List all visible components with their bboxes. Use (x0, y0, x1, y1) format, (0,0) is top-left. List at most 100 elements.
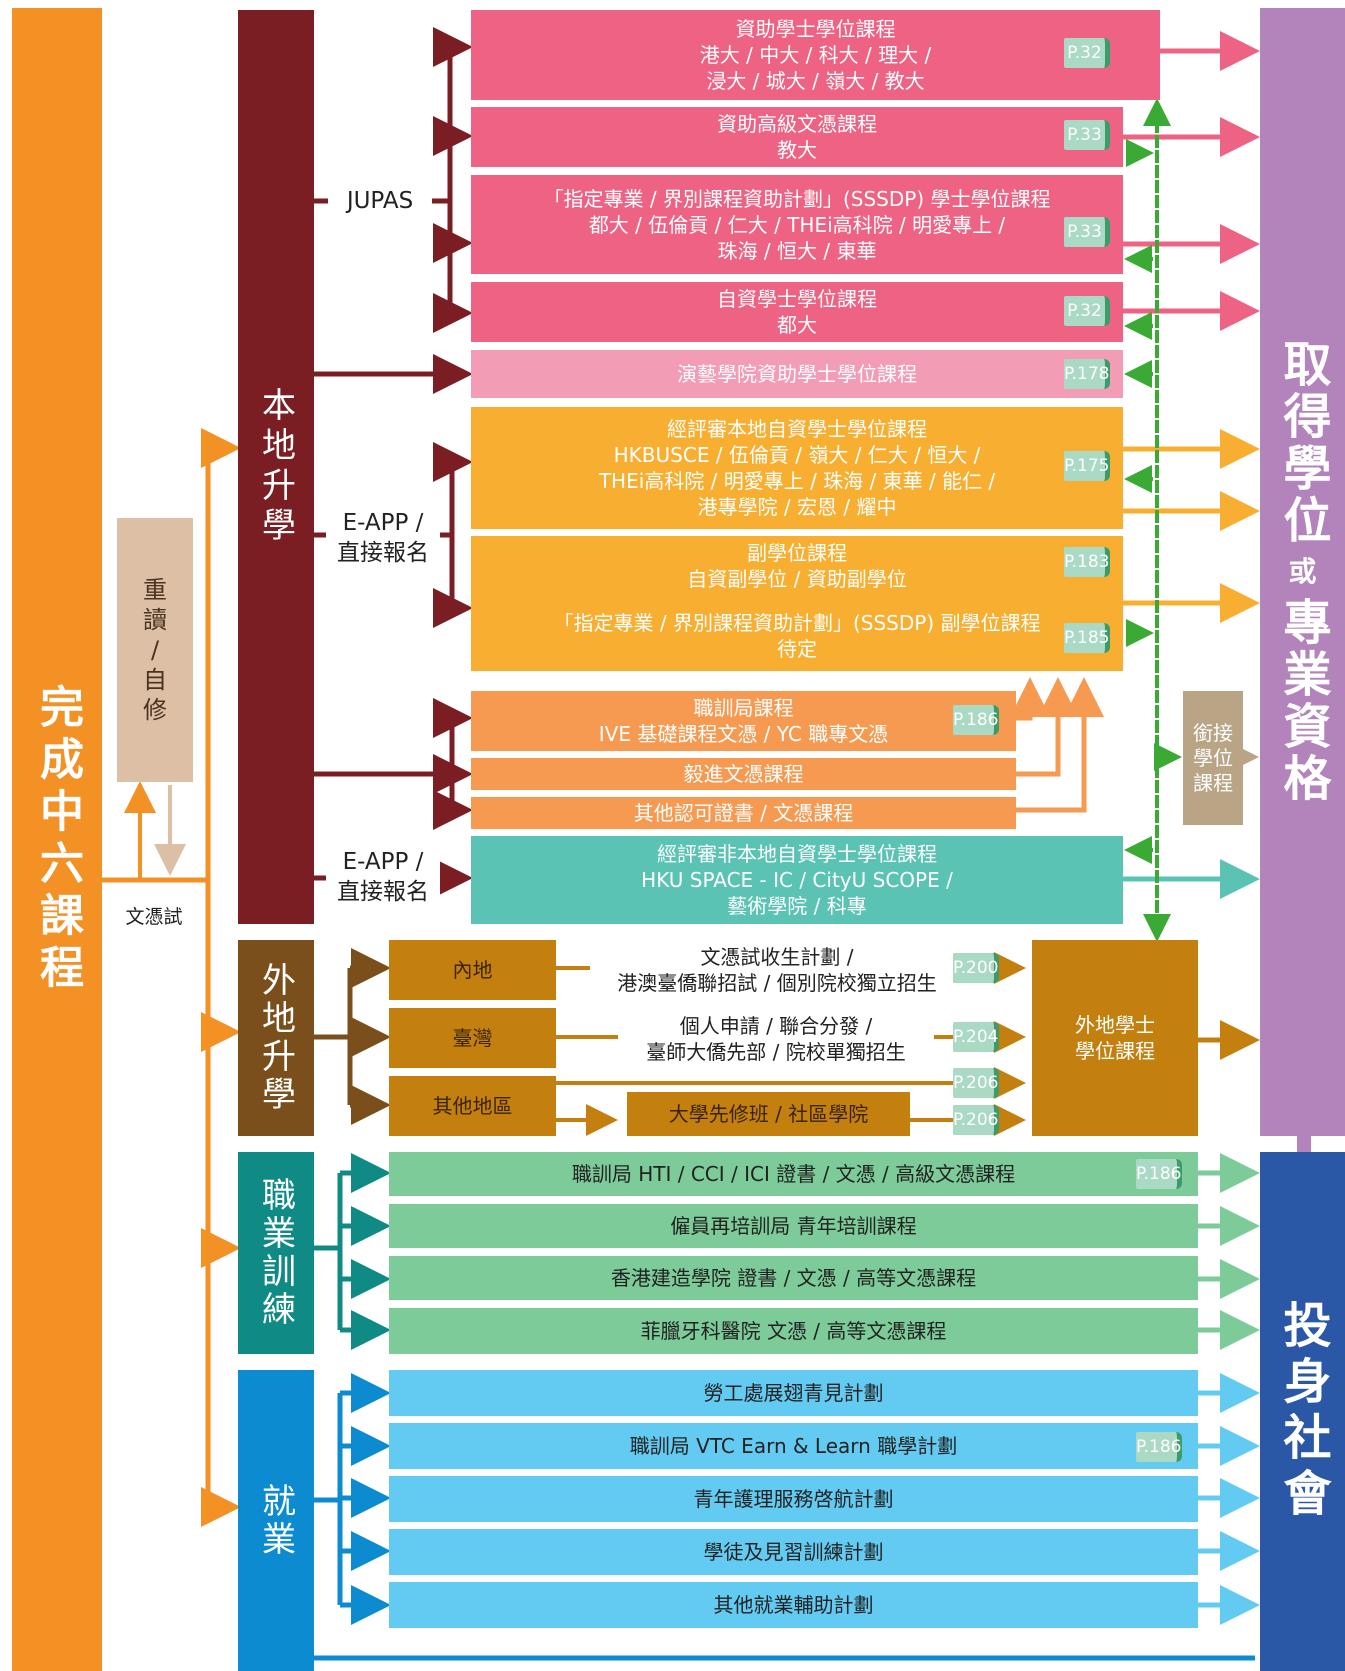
repeat-line-3: / (150, 636, 160, 664)
articulation-box: 銜接 學位 課程 (1183, 691, 1243, 825)
page-ref-tag[interactable]: P.186 (953, 705, 999, 735)
programme-label: 勞工處展翅青見計劃 (703, 1381, 884, 1405)
overseas-degree-box: 外地學士 學位課程 (1032, 940, 1198, 1136)
region-label: 臺灣 (452, 1026, 493, 1050)
page-ref-tag[interactable]: P.183 (1064, 547, 1110, 577)
society-label: 投身社會 (1274, 1299, 1331, 1524)
page-ref-tag[interactable]: P.206 (953, 1105, 999, 1135)
programme-line: THEi高科院 / 明愛專上 / 珠海 / 東華 / 能仁 / (598, 469, 996, 493)
page-ref-tag[interactable]: P.178 (1064, 359, 1110, 389)
programme-label: 青年護理服務啓航計劃 (693, 1487, 894, 1511)
complete-s6-column: 完成中六課程 (12, 8, 102, 1671)
programme-line: HKU SPACE - IC / CityU SCOPE / (641, 868, 953, 892)
programme-line: 都大 (777, 313, 817, 337)
articulation-line-2: 學位 (1193, 745, 1233, 770)
programme-label: 其他就業輔助計劃 (713, 1593, 874, 1617)
page-ref-tag[interactable]: P.206 (953, 1068, 999, 1098)
programme-line: 其他認可證書 / 文憑課程 (633, 801, 854, 825)
degree-line-2: 專業資格 (1274, 597, 1331, 805)
local-programme-box: 資助高級文憑課程 教大 (471, 107, 1123, 167)
page-ref-tag[interactable]: P.186 (1136, 1159, 1182, 1189)
category-employment-label: 就業 (255, 1482, 296, 1559)
programme-label: 菲臘牙科醫院 文憑 / 高等文憑課程 (640, 1319, 947, 1343)
programme-line: 經評審本地自資學士學位課程 (667, 417, 927, 441)
enter-society-column: 投身社會 (1260, 1152, 1345, 1671)
programme-line: HKBUSCE / 伍倫貢 / 嶺大 / 仁大 / 恒大 / (613, 443, 981, 467)
degree-qualification-column: 取得學位 或 專業資格 (1260, 8, 1345, 1136)
foundation-box: 大學先修班 / 社區學院 (627, 1092, 910, 1136)
programme-line: 資助高級文憑課程 (717, 112, 877, 136)
programme-line: 自資副學位 / 資助副學位 (687, 567, 907, 591)
programme-line: 浸大 / 城大 / 嶺大 / 教大 (706, 69, 925, 93)
programme-label: 職訓局 HTI / CCI / ICI 證書 / 文憑 / 高級文憑課程 (571, 1162, 1016, 1186)
local-programme-box: 自資學士學位課程 都大 (471, 282, 1123, 342)
region-box-other: 其他地區 (389, 1076, 556, 1136)
region-box-mainland: 內地 (389, 940, 556, 1000)
category-overseas-label: 外地升學 (255, 962, 296, 1114)
dse-label: 文憑試 (125, 906, 183, 928)
local-programme-box: 資助學士學位課程 港大 / 中大 / 科大 / 理大 / 浸大 / 城大 / 嶺… (471, 10, 1160, 100)
page-ref-tag[interactable]: P.200 (953, 953, 999, 983)
local-programme-box: 副學位課程 自資副學位 / 資助副學位 「指定專業 / 界別課程資助計劃」(SS… (471, 536, 1123, 671)
page-ref-tag[interactable]: P.204 (953, 1022, 999, 1052)
local-programme-box: 毅進文憑課程 (471, 758, 1016, 790)
repeat-line-1: 重 (143, 576, 167, 604)
region-label: 其他地區 (432, 1094, 513, 1118)
complete-s6-title: 完成中六課程 (32, 683, 83, 996)
programme-label: 香港建造學院 證書 / 文憑 / 高等文憑課程 (610, 1266, 977, 1290)
local-programme-box: 「指定專業 / 界別課程資助計劃」(SSSDP) 學士學位課程 都大 / 伍倫貢… (471, 175, 1123, 274)
employment-programme-box: 勞工處展翅青見計劃 (389, 1370, 1198, 1416)
programme-line: 副學位課程 (747, 541, 847, 565)
vocational-programme-box: 職訓局 HTI / CCI / ICI 證書 / 文憑 / 高級文憑課程 (389, 1152, 1198, 1196)
category-local: 本地升學 (238, 10, 314, 924)
route-line: 文憑試收生計劃 / (700, 945, 854, 969)
foundation-label: 大學先修班 / 社區學院 (668, 1102, 869, 1126)
vocational-programme-box: 菲臘牙科醫院 文憑 / 高等文憑課程 (389, 1308, 1198, 1354)
category-vocational: 職業訓練 (238, 1152, 314, 1354)
programme-line: 都大 / 伍倫貢 / 仁大 / THEi高科院 / 明愛專上 / (588, 212, 1006, 237)
employment-programme-box: 青年護理服務啓航計劃 (389, 1476, 1198, 1522)
page-ref-tag[interactable]: P.185 (1064, 623, 1110, 653)
programme-line: 職訓局課程 (693, 696, 794, 720)
overseas-degree-line: 學位課程 (1075, 1039, 1155, 1063)
page-ref-tag[interactable]: P.32 (1064, 38, 1110, 68)
category-local-label: 本地升學 (255, 387, 296, 547)
vocational-programme-box: 僱員再培訓局 青年培訓課程 (389, 1204, 1198, 1248)
articulation-line-3: 課程 (1193, 770, 1233, 795)
category-employment: 就業 (238, 1370, 314, 1671)
employment-programme-box: 其他就業輔助計劃 (389, 1582, 1198, 1628)
programme-line: 教大 (777, 138, 817, 162)
programme-line: IVE 基礎課程文憑 / YC 職專文憑 (598, 722, 889, 746)
page-ref-tag[interactable]: P.33 (1064, 217, 1110, 247)
programme-label: 學徒及見習訓練計劃 (703, 1540, 884, 1564)
programme-line: 經評審非本地自資學士學位課程 (657, 842, 937, 866)
programme-label: 職訓局 VTC Earn & Learn 職學計劃 (629, 1434, 958, 1458)
programme-line: 毅進文憑課程 (683, 762, 804, 786)
overseas-route-text: 個人申請 / 聯合分發 / 臺師大僑先部 / 院校單獨招生 (620, 1011, 932, 1067)
programme-line: 「指定專業 / 界別課程資助計劃」(SSSDP) 學士學位課程 (543, 186, 1051, 211)
vocational-programme-box: 香港建造學院 證書 / 文憑 / 高等文憑課程 (389, 1256, 1198, 1300)
programme-line: 港大 / 中大 / 科大 / 理大 / (699, 43, 932, 67)
category-vocational-label: 職業訓練 (255, 1177, 296, 1329)
local-programme-box: 演藝學院資助學士學位課程 (471, 350, 1123, 398)
programme-line: 自資學士學位課程 (717, 287, 877, 311)
employment-programme-box: 職訓局 VTC Earn & Learn 職學計劃 (389, 1423, 1198, 1469)
programme-line: 資助學士學位課程 (735, 17, 896, 41)
region-box-taiwan: 臺灣 (389, 1008, 556, 1068)
page-ref-tag[interactable]: P.32 (1064, 296, 1110, 326)
route-line: 臺師大僑先部 / 院校單獨招生 (646, 1040, 906, 1064)
repeat-line-4: 自 (143, 666, 167, 694)
degree-line-1: 取得學位 (1274, 339, 1331, 547)
programme-line: 珠海 / 恒大 / 東華 (717, 238, 877, 263)
overseas-route-text: 文憑試收生計劃 / 港澳臺僑聯招試 / 個別院校獨立招生 (592, 942, 962, 998)
degree-or: 或 (1288, 555, 1317, 588)
eapp-label-2-line-1: E-APP / (342, 849, 424, 875)
programme-line: 演藝學院資助學士學位課程 (677, 362, 917, 386)
page-ref-tag[interactable]: P.186 (1136, 1432, 1182, 1462)
page-ref-tag[interactable]: P.175 (1064, 451, 1110, 481)
eapp-label-2: E-APP / 直接報名 (326, 847, 440, 907)
page-ref-tag[interactable]: P.33 (1064, 120, 1110, 150)
programme-line: 「指定專業 / 界別課程資助計劃」(SSSDP) 副學位課程 (553, 611, 1041, 635)
